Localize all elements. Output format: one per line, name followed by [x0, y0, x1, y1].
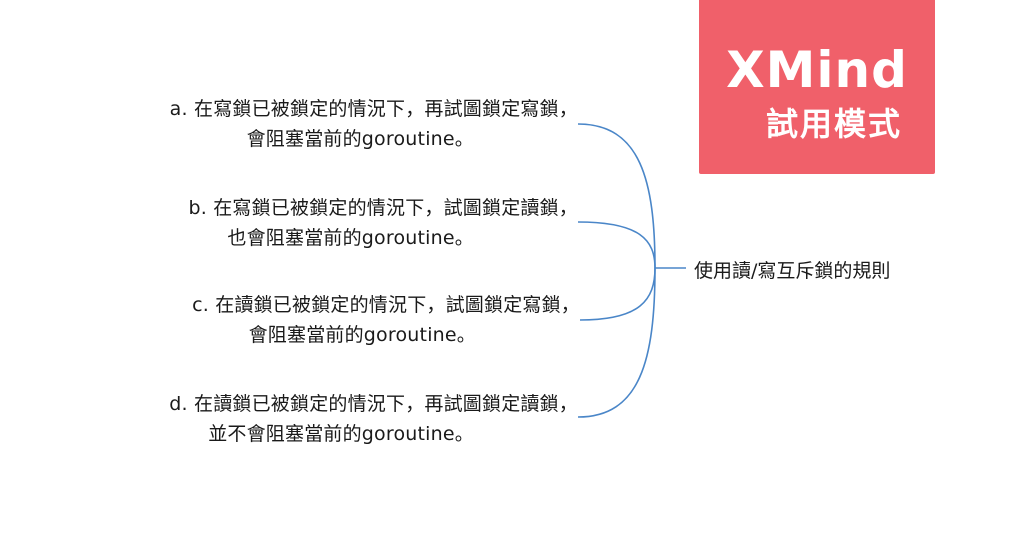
branch-topic-b-line1: b. 在寫鎖已被鎖定的情況下，試圖鎖定讀鎖，: [188, 197, 578, 219]
central-topic[interactable]: 使用讀/寫互斥鎖的規則: [694, 260, 891, 282]
branch-topic-c-line2: 會阻塞當前的goroutine。: [248, 324, 476, 346]
connector-branch-c: [579, 267, 656, 321]
branch-topic-c[interactable]: c. 在讀鎖已被鎖定的情況下，試圖鎖定寫鎖， 會阻塞當前的goroutine。: [192, 290, 580, 350]
connector-branch-a: [577, 123, 656, 269]
branch-topic-a[interactable]: a. 在寫鎖已被鎖定的情況下，再試圖鎖定寫鎖， 會阻塞當前的goroutine。: [170, 94, 578, 154]
branch-topic-b[interactable]: b. 在寫鎖已被鎖定的情況下，試圖鎖定讀鎖， 也會阻塞當前的goroutine。: [188, 193, 578, 253]
branch-topic-d-line1: d. 在讀鎖已被鎖定的情況下，再試圖鎖定讀鎖，: [169, 393, 578, 415]
branch-topic-a-line2: 會阻塞當前的goroutine。: [246, 128, 474, 150]
watermark-subtitle: 試用模式: [765, 105, 902, 143]
watermark-title: XMind: [726, 41, 908, 99]
branch-topic-d[interactable]: d. 在讀鎖已被鎖定的情況下，再試圖鎖定讀鎖， 並不會阻塞當前的goroutin…: [169, 389, 578, 449]
branch-topic-a-line1: a. 在寫鎖已被鎖定的情況下，再試圖鎖定寫鎖，: [169, 98, 578, 120]
branch-topic-d-line2: 並不會阻塞當前的goroutine。: [208, 423, 474, 445]
connector-branch-b: [577, 221, 656, 269]
branch-topic-b-line2: 也會阻塞當前的goroutine。: [227, 227, 474, 249]
trial-mode-watermark: XMind 試用模式: [699, 0, 935, 174]
branch-topic-c-line1: c. 在讀鎖已被鎖定的情況下，試圖鎖定寫鎖，: [192, 294, 580, 316]
connector-branch-d: [577, 267, 656, 418]
